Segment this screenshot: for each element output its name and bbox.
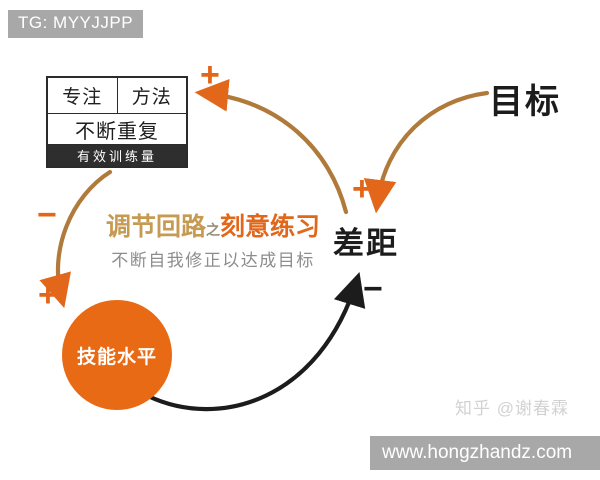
loop-title-part-a: 调节回路 [105,213,206,241]
sign-plus-practice-to-skill: + [38,276,58,314]
practice-cell-repeat: 不断重复 [48,114,186,145]
node-skill-level: 技能水平 [62,300,172,410]
node-gap: 差距 [333,226,399,261]
sign-plus-gap-to-practice: + [200,56,220,94]
sign-minus-left-link: − [37,196,57,234]
node-goal: 目标 [489,83,561,121]
arrow-goal-to-gap [363,90,490,214]
arrow-gap-to-practice [194,78,349,215]
practice-cell-focus: 专注 [48,78,118,113]
practice-cell-effective-volume: 有效训练量 [48,145,186,166]
arrow-skill-to-gap [145,271,366,412]
practice-box: 专注 方法 不断重复 有效训练量 [46,76,188,168]
practice-box-row-top: 专注 方法 [48,78,186,114]
sign-plus-goal-to-gap: + [352,170,372,208]
sign-minus-skill-to-gap: − [363,270,383,308]
loop-title: 调节回路之刻意练习 [95,207,331,243]
site-watermark: www.hongzhandz.com [370,436,600,470]
zhihu-watermark: 知乎 @谢春霖 [455,399,569,418]
loop-title-part-zhi: 之 [206,222,220,238]
loop-title-part-b: 刻意练习 [220,213,321,241]
loop-subtitle: 不断自我修正以达成目标 [111,251,315,270]
tg-watermark: TG: MYYJJPP [8,10,144,38]
practice-cell-method: 方法 [131,87,172,108]
